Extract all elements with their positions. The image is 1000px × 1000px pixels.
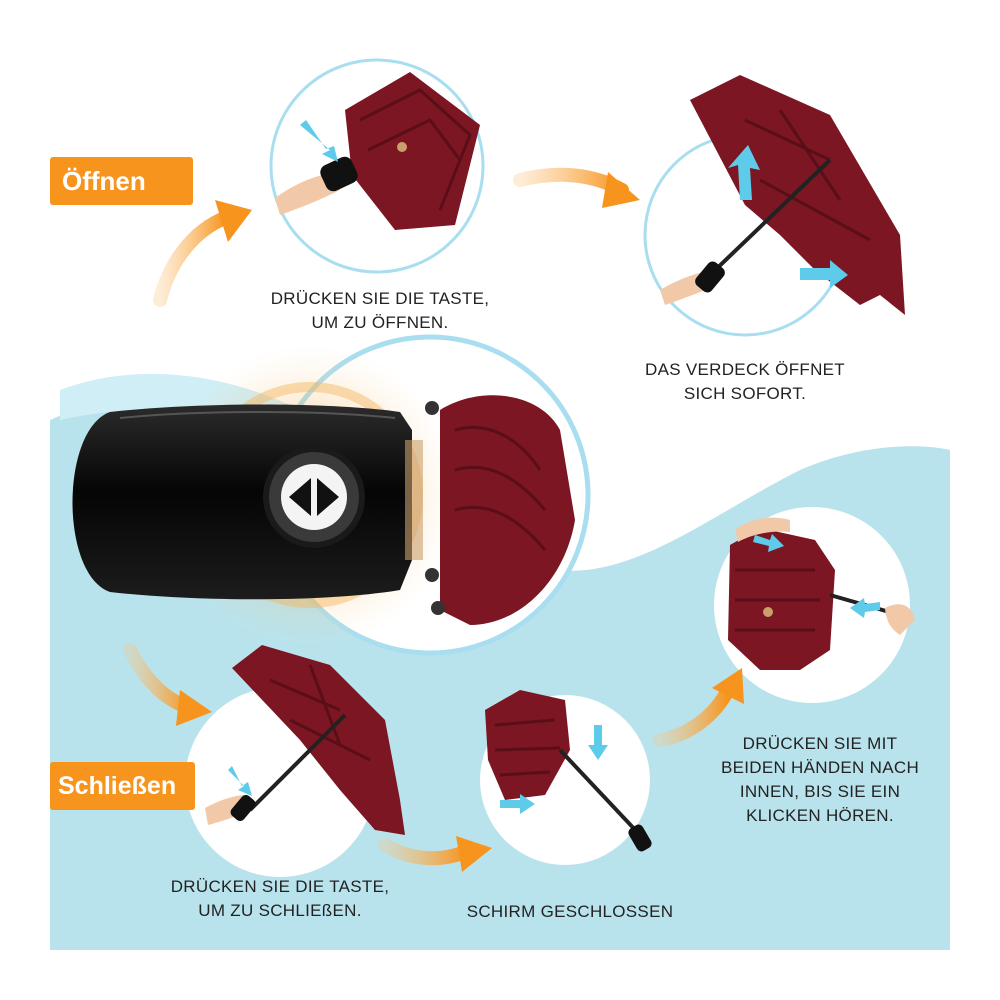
handle-graphic: [230, 794, 256, 822]
caption-closed: SCHIRM GESCHLOSSEN: [440, 900, 700, 924]
hand-graphic: [735, 517, 790, 542]
hand-graphic: [275, 172, 340, 215]
curved-arrow-icon: [378, 836, 492, 872]
folded-umbrella-graphic: [345, 72, 480, 230]
folding-umbrella-graphic: [728, 528, 901, 670]
handle-graphic: [695, 261, 725, 293]
push-arrow-icon: [228, 766, 252, 796]
closed-canopy-graphic: [440, 395, 575, 625]
caption-line: UM ZU SCHLIEßEN.: [198, 901, 362, 920]
caption-line: SCHIRM GESCHLOSSEN: [466, 902, 674, 921]
caption-line: DRÜCKEN SIE MIT: [742, 734, 898, 753]
caption-line: KLICKEN HÖREN.: [746, 806, 894, 825]
hand-graphic: [205, 795, 246, 825]
caption-line: BEIDEN HÄNDEN NACH: [720, 758, 920, 777]
curved-arrow-icon: [153, 200, 252, 307]
caption-line: DRÜCKEN SIE DIE TASTE,: [170, 877, 390, 896]
caption-line: INNEN, BIS SIE EIN: [739, 782, 901, 801]
caption-line: SICH SOFORT.: [683, 384, 807, 403]
step-canopy-opens-image: [643, 75, 905, 337]
open-umbrella-graphic: [690, 75, 905, 315]
curved-arrow-icon: [123, 643, 212, 726]
step-closed-image: [480, 690, 652, 865]
push-arrow-icon: [728, 145, 760, 200]
push-arrow-icon: [300, 120, 338, 162]
push-arrow-icon: [753, 534, 784, 552]
push-arrow-icon: [588, 725, 608, 760]
step-press-open-image: [269, 58, 485, 274]
close-tag: Schließen: [50, 762, 195, 810]
step-press-close-image: [185, 645, 405, 877]
caption-line: DAS VERDECK ÖFFNET: [645, 360, 845, 379]
open-umbrella-graphic: [232, 645, 405, 835]
caption-press-open: DRÜCKEN SIE DIE TASTE, UM ZU ÖFFNEN.: [240, 287, 520, 335]
push-arrow-icon: [850, 598, 880, 618]
double-arrow-icon: [289, 478, 339, 516]
handle-graphic: [320, 156, 358, 192]
push-arrow-icon: [500, 794, 535, 814]
curved-arrow-icon: [513, 167, 640, 208]
caption-line: UM ZU ÖFFNEN.: [311, 313, 449, 332]
caption-canopy-opens: DAS VERDECK ÖFFNET SICH SOFORT.: [620, 358, 870, 406]
hand-graphic: [885, 604, 915, 635]
half-closed-umbrella-graphic: [485, 690, 652, 852]
open-tag: Öffnen: [50, 157, 193, 205]
caption-press-close: DRÜCKEN SIE DIE TASTE, UM ZU SCHLIEßEN.: [130, 875, 430, 923]
caption-line: DRÜCKEN SIE DIE TASTE,: [270, 289, 490, 308]
curved-arrow-icon: [653, 668, 744, 747]
step-push-in-image: [714, 507, 915, 703]
handle-closeup: [72, 334, 591, 656]
caption-push-in: DRÜCKEN SIE MIT BEIDEN HÄNDEN NACH INNEN…: [700, 732, 940, 828]
push-arrow-icon: [800, 260, 848, 288]
